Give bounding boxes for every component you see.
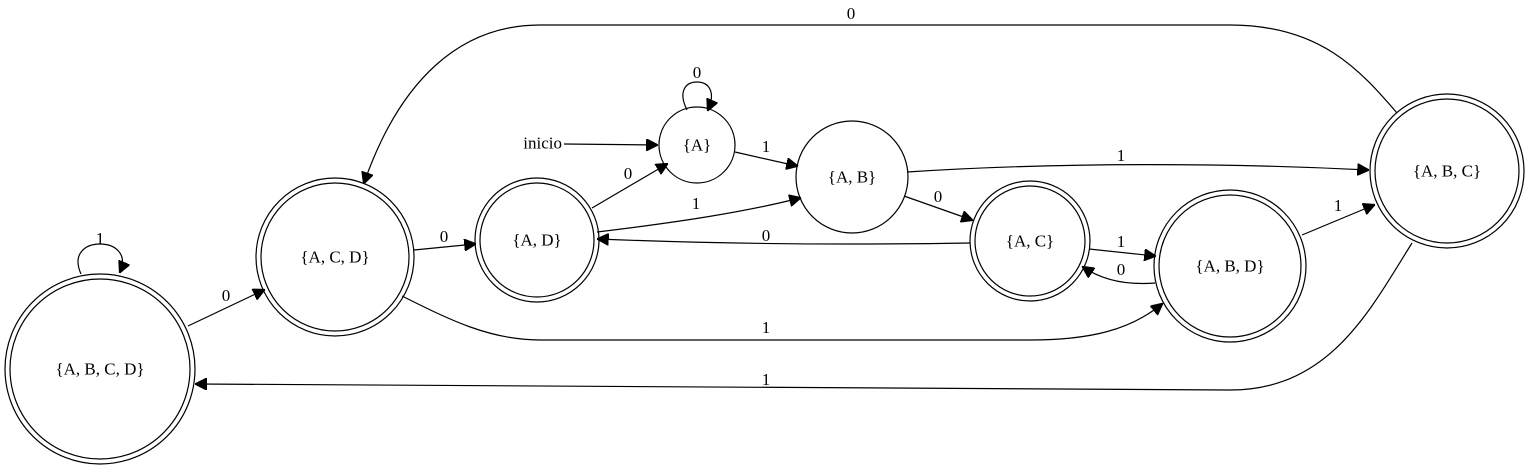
state-label-a: {A} [683, 136, 712, 155]
state-ac: {A, C} [969, 180, 1091, 302]
edge-abc-abcd: 1 [196, 242, 1413, 391]
edge-label-abc-abcd: 1 [762, 370, 771, 389]
state-label-ac: {A, C} [1006, 232, 1054, 251]
edge-ab-ac: 0 [903, 187, 972, 220]
edge-a-ab: 1 [734, 137, 797, 166]
edge-label-ac-ad: 0 [762, 226, 771, 245]
edge-ac-abd: 1 [1088, 232, 1155, 256]
edge-a-a: 0 [682, 63, 712, 110]
edge-label-abcd-acd: 0 [222, 286, 231, 305]
edge-label-abd-abc: 1 [1334, 196, 1343, 215]
state-abc: {A, B, C} [1369, 93, 1525, 249]
edge-label-abd-ac: 0 [1117, 260, 1126, 279]
edge-ad-ab: 1 [596, 194, 800, 233]
edge-abd-abc: 1 [1301, 196, 1374, 236]
edge-label-abcd-abcd: 1 [96, 229, 105, 248]
edge-ac-ad: 0 [598, 226, 971, 245]
edge-label-abc-acd: 0 [847, 4, 856, 23]
state-ab: {A, B} [795, 120, 909, 234]
edge-abcd-acd: 0 [187, 286, 264, 327]
edge-label-ab-abc: 1 [1117, 146, 1126, 165]
edge-label-acd-abd: 1 [762, 318, 771, 337]
edge-abcd-abcd: 1 [77, 229, 122, 274]
state-acd: {A, C, D} [255, 177, 415, 337]
state-label-ad: {A, D} [512, 231, 561, 250]
state-abcd: {A, B, C, D} [4, 273, 196, 465]
edge-abc-acd: 0 [364, 4, 1398, 183]
start-label: inicio [523, 134, 562, 153]
state-ad: {A, D} [474, 177, 600, 303]
state-label-abd: {A, B, D} [1195, 257, 1264, 276]
state-label-acd: {A, C, D} [300, 248, 369, 267]
edge-abd-ac: 0 [1083, 260, 1156, 285]
start-arrow: inicio [523, 134, 657, 153]
edge-ab-abc: 1 [906, 146, 1368, 172]
state-label-abcd: {A, B, C, D} [55, 360, 144, 379]
edge-acd-ad: 0 [413, 227, 475, 250]
state-a: {A} [658, 106, 736, 184]
edge-ad-a: 0 [591, 164, 667, 209]
edge-label-a-ab: 1 [762, 137, 771, 156]
edge-label-ac-abd: 1 [1117, 232, 1126, 251]
edge-label-ad-ab: 1 [692, 194, 701, 213]
edge-label-acd-ad: 0 [440, 227, 449, 246]
edge-label-ab-ac: 0 [934, 187, 943, 206]
edge-acd-abd: 1 [401, 295, 1162, 341]
edge-label-a-a: 0 [693, 63, 702, 82]
state-label-abc: {A, B, C} [1413, 162, 1481, 181]
edge-label-ad-a: 0 [624, 164, 633, 183]
state-label-ab: {A, B} [828, 168, 876, 187]
state-abd: {A, B, D} [1153, 189, 1307, 343]
